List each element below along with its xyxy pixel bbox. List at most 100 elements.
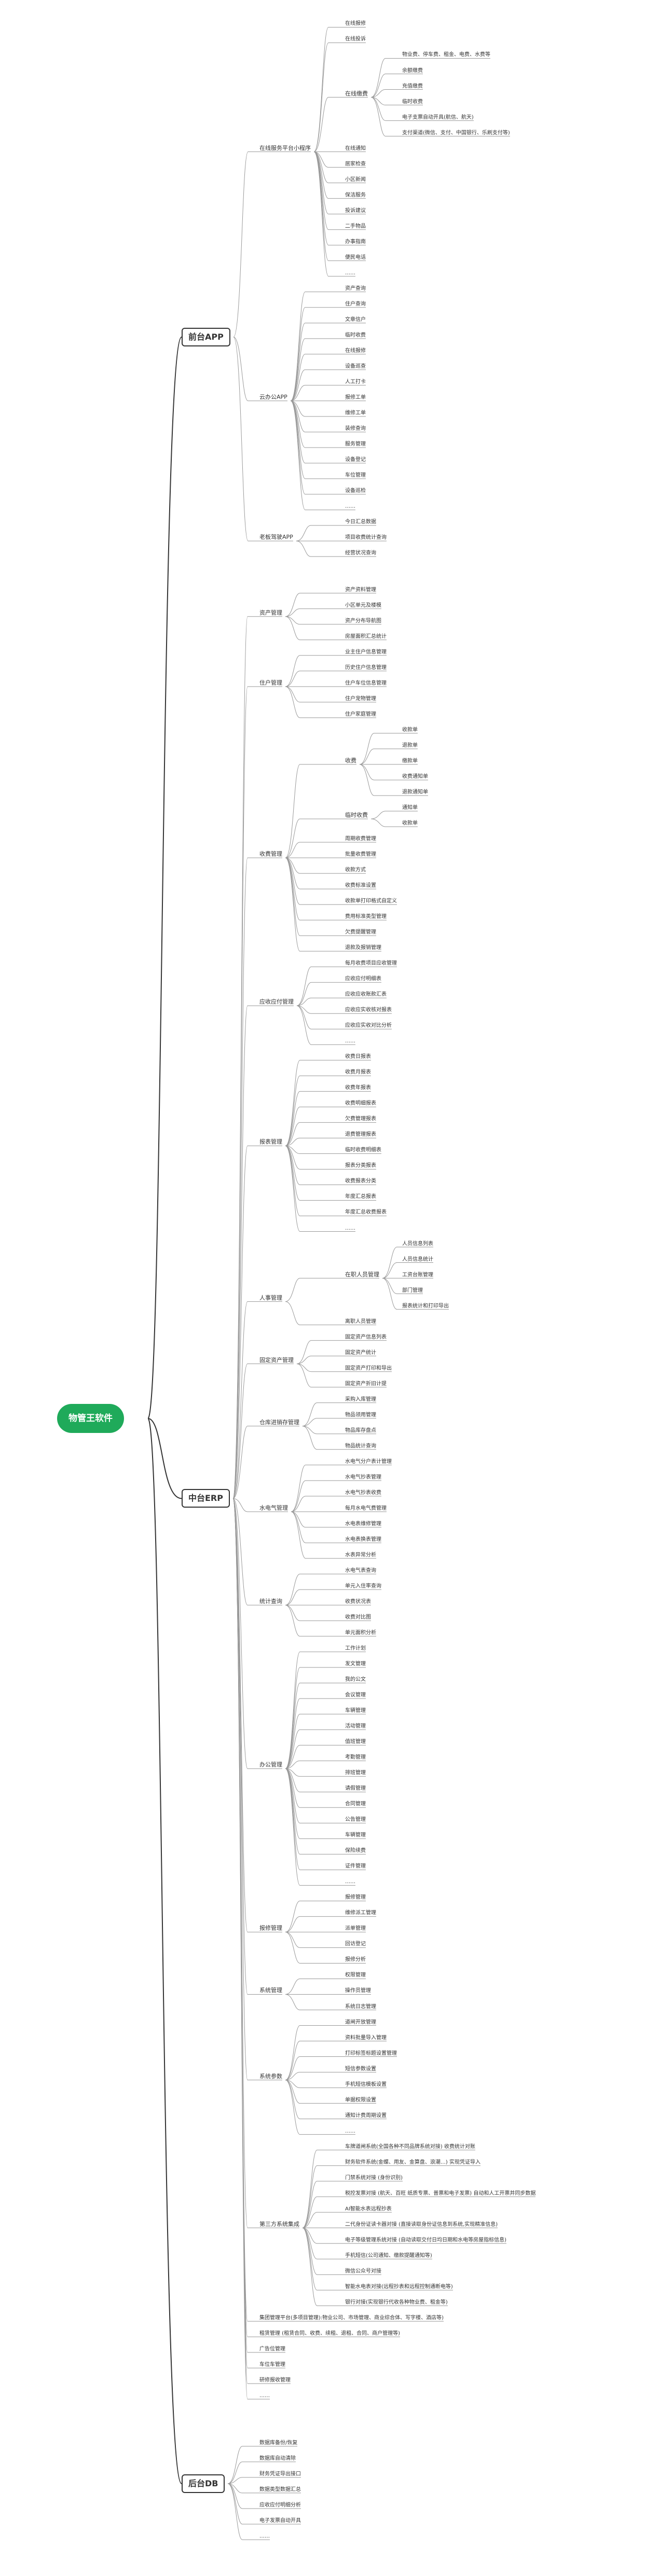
leaf-node[interactable]: 系统日志管理 — [345, 2003, 376, 2010]
leaf-node[interactable]: 年度汇总收费报表 — [345, 1209, 387, 1216]
leaf-node[interactable]: 物品库存盘点 — [345, 1427, 376, 1433]
leaf-node[interactable]: 退费管理报表 — [345, 1132, 376, 1138]
leaf-node[interactable]: 数据类型数据汇总 — [259, 2486, 301, 2493]
root-topic[interactable]: 物管王软件 — [57, 1404, 124, 1433]
leaf-node[interactable]: 道闸开放管理 — [345, 2019, 376, 2025]
leaf-node[interactable]: 报表统计和打印导出 — [402, 1303, 449, 1309]
leaf-node[interactable]: 办事指南 — [345, 239, 366, 245]
category-node[interactable]: 在线服务平台小程序 — [259, 144, 311, 151]
leaf-node[interactable]: 数据库自动清除 — [259, 2455, 296, 2461]
leaf-node[interactable]: 租赁管理 (租赁合同、收费、续租、退租、合同、商户管理等) — [259, 2330, 400, 2336]
category-node[interactable]: 收费管理 — [259, 851, 282, 858]
leaf-node[interactable]: 余额缴费 — [402, 67, 423, 74]
leaf-node[interactable]: 保险续费 — [345, 1848, 366, 1854]
leaf-node[interactable]: 每月收费项目应收管理 — [345, 960, 397, 967]
leaf-node[interactable]: 报修工单 — [345, 394, 366, 400]
leaf-node[interactable]: 证件管理 — [345, 1863, 366, 1870]
leaf-node[interactable]: 批量收费管理 — [345, 852, 376, 858]
leaf-node[interactable]: 智能水电表对接(远程抄表和远程控制通断电等) — [345, 2283, 453, 2290]
category-node[interactable]: 办公管理 — [259, 1761, 282, 1769]
leaf-node[interactable]: 税控发票对接 (航天、百旺 纸质专票、普票和电子发票) 自动和人工开票并同步数据 — [345, 2190, 536, 2196]
leaf-node[interactable]: 收费状况表 — [345, 1598, 371, 1605]
leaf-node[interactable]: 操作员管理 — [345, 1988, 371, 1994]
leaf-node[interactable]: 年度汇总报表 — [345, 1194, 376, 1200]
leaf-node[interactable]: 车辆管理 — [345, 1708, 366, 1714]
leaf-node[interactable]: 经营状况查询 — [345, 550, 376, 556]
leaf-node[interactable]: 短信参数设置 — [345, 2066, 376, 2072]
leaf-node[interactable]: 房屋面积汇总统计 — [345, 633, 387, 639]
leaf-node[interactable]: 车辆管理 — [345, 1832, 366, 1839]
leaf-node[interactable]: 缴款单 — [402, 758, 418, 764]
leaf-node[interactable]: 报表分类报表 — [345, 1163, 376, 1169]
category-node[interactable]: 统计查询 — [259, 1597, 282, 1605]
leaf-node[interactable]: 广告位管理 — [259, 2346, 285, 2352]
leaf-node[interactable]: 报修分析 — [345, 1957, 366, 1963]
leaf-node[interactable]: 报修管理 — [345, 1895, 366, 1901]
branch-back-db[interactable]: 后台DB — [182, 2474, 225, 2493]
leaf-node[interactable]: 单据权限设置 — [345, 2097, 376, 2103]
leaf-node[interactable]: 临时收费 — [345, 332, 366, 338]
leaf-node[interactable]: 设备登记 — [345, 457, 366, 463]
leaf-node[interactable]: 在线通知 — [345, 145, 366, 151]
leaf-node[interactable]: 保洁服务 — [345, 192, 366, 198]
leaf-node[interactable]: 应收应实收核对报表 — [345, 1007, 392, 1013]
leaf-node[interactable]: 小区新闻 — [345, 176, 366, 183]
leaf-node[interactable]: 水电气分户表计管理 — [345, 1458, 392, 1465]
leaf-node[interactable]: 发文管理 — [345, 1661, 366, 1667]
leaf-node[interactable]: 业主住户信息管理 — [345, 649, 387, 655]
leaf-node[interactable]: 部门管理 — [402, 1287, 423, 1293]
leaf-node[interactable]: 应收应收账款汇表 — [345, 992, 387, 998]
leaf-node[interactable]: 固定资产折旧计提 — [345, 1381, 387, 1387]
category-node[interactable]: 云办公APP — [259, 393, 287, 400]
more-ellipsis[interactable]: …… — [259, 2392, 270, 2399]
category-node[interactable]: 在职人员管理 — [345, 1271, 379, 1278]
leaf-node[interactable]: 应收应付明细分析 — [259, 2502, 301, 2508]
more-ellipsis[interactable]: …… — [345, 1879, 355, 1885]
leaf-node[interactable]: 公告管理 — [345, 1817, 366, 1823]
leaf-node[interactable]: 通知单 — [402, 804, 418, 811]
more-ellipsis[interactable]: …… — [345, 2128, 355, 2134]
more-ellipsis[interactable]: …… — [259, 2533, 270, 2539]
leaf-node[interactable]: 派单管理 — [345, 1926, 366, 1932]
more-ellipsis[interactable]: …… — [345, 270, 355, 276]
leaf-node[interactable]: 电子支票自动开具(航信、航天) — [402, 114, 474, 120]
leaf-node[interactable]: 在线投诉 — [345, 36, 366, 43]
leaf-node[interactable]: 临时收费明细表 — [345, 1147, 381, 1153]
leaf-node[interactable]: 二手物品 — [345, 223, 366, 229]
leaf-node[interactable]: 收款单打印格式自定义 — [345, 898, 397, 904]
leaf-node[interactable]: 历史住户信息管理 — [345, 664, 387, 671]
leaf-node[interactable]: 水电气抄表管理 — [345, 1474, 381, 1480]
leaf-node[interactable]: 维修工单 — [345, 410, 366, 416]
leaf-node[interactable]: 应收应付明细表 — [345, 976, 381, 982]
leaf-node[interactable]: 支付渠道(微信、支付、中国银行、乐刷支付等) — [402, 130, 510, 136]
leaf-node[interactable]: 资产资料管理 — [345, 587, 376, 593]
category-node[interactable]: 人事管理 — [259, 1294, 282, 1301]
leaf-node[interactable]: 排班管理 — [345, 1770, 366, 1776]
leaf-node[interactable]: 资料批量导入管理 — [345, 2035, 387, 2041]
branch-front-app[interactable]: 前台APP — [182, 327, 230, 346]
leaf-node[interactable]: 物业费、停车费、租金、电费、水费等 — [402, 52, 490, 58]
leaf-node[interactable]: 水电表维修管理 — [345, 1521, 381, 1527]
leaf-node[interactable]: 会议管理 — [345, 1692, 366, 1698]
leaf-node[interactable]: 数据库备份/恢复 — [259, 2440, 298, 2446]
category-node[interactable]: 固定资产管理 — [259, 1356, 294, 1363]
leaf-node[interactable]: 单元入住率查询 — [345, 1583, 381, 1589]
leaf-node[interactable]: 合同管理 — [345, 1801, 366, 1807]
leaf-node[interactable]: 人工打卡 — [345, 379, 366, 385]
leaf-node[interactable]: 通知计费周期设置 — [345, 2112, 387, 2119]
leaf-node[interactable]: 周期收费管理 — [345, 836, 376, 842]
category-node[interactable]: 收费 — [345, 757, 356, 764]
leaf-node[interactable]: 收费报表分类 — [345, 1178, 376, 1185]
leaf-node[interactable]: 项目收费统计查询 — [345, 535, 387, 541]
leaf-node[interactable]: 水表异常分析 — [345, 1552, 376, 1558]
leaf-node[interactable]: 请假管理 — [345, 1786, 366, 1792]
leaf-node[interactable]: 手机短信模板设置 — [345, 2081, 387, 2087]
leaf-node[interactable]: 物品领用管理 — [345, 1412, 376, 1418]
leaf-node[interactable]: 收费标准设置 — [345, 883, 376, 889]
leaf-node[interactable]: 收费年报表 — [345, 1085, 371, 1091]
leaf-node[interactable]: 水电表换表管理 — [345, 1536, 381, 1542]
leaf-node[interactable]: 小区单元及楼模 — [345, 602, 381, 608]
category-node[interactable]: 临时收费 — [345, 811, 368, 818]
category-node[interactable]: 在线缴费 — [345, 90, 368, 97]
leaf-node[interactable]: 应收应实收对比分析 — [345, 1023, 392, 1029]
